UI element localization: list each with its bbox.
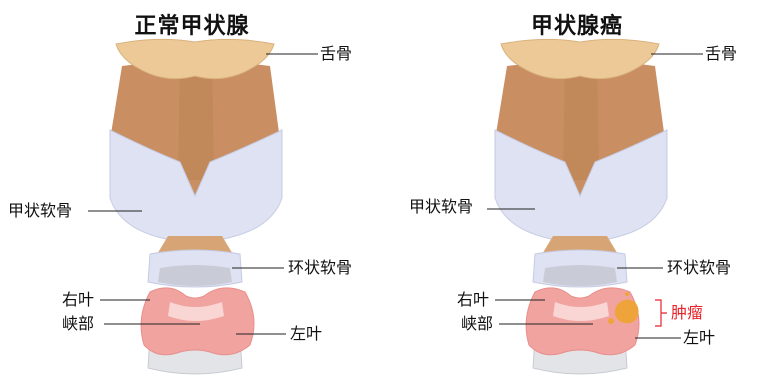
label-left-lobe: 左叶 xyxy=(290,324,322,344)
tumor-bracket xyxy=(655,300,667,326)
panel-title: 甲状腺癌 xyxy=(385,8,769,40)
tumor-spot xyxy=(625,292,629,296)
label-hyoid: 舌骨 xyxy=(320,44,352,64)
label-right-lobe: 右叶 xyxy=(457,290,489,310)
label-hyoid: 舌骨 xyxy=(705,44,737,64)
larynx-shade xyxy=(178,62,214,180)
label-isthmus: 峡部 xyxy=(62,314,94,334)
label-thyroid-cartilage: 甲状软骨 xyxy=(409,197,473,217)
tumor-spot xyxy=(608,318,614,324)
larynx-shade xyxy=(563,62,599,180)
label-thyroid-cartilage: 甲状软骨 xyxy=(8,201,72,221)
label-isthmus: 峡部 xyxy=(461,314,493,334)
label-left-lobe: 左叶 xyxy=(683,328,715,348)
label-cricoid-cartilage: 环状软骨 xyxy=(667,258,731,278)
panel-title: 正常甲状腺 xyxy=(0,8,384,40)
label-right-lobe: 右叶 xyxy=(62,290,94,310)
label-cricoid-cartilage: 环状软骨 xyxy=(288,258,352,278)
cricoid-band xyxy=(158,265,232,286)
thyroid-gland xyxy=(141,288,254,355)
label-tumor: 肿瘤 xyxy=(671,303,703,323)
panel-normal-thyroid: 正常甲状腺 舌骨 甲状软骨 环状软骨 右叶 峡部 左叶 xyxy=(0,0,384,380)
panel-thyroid-cancer: 甲状腺癌 舌骨 甲状软骨 环状软骨 右叶 峡部 肿瘤 左叶 xyxy=(385,0,769,380)
cricoid-band xyxy=(543,265,617,286)
